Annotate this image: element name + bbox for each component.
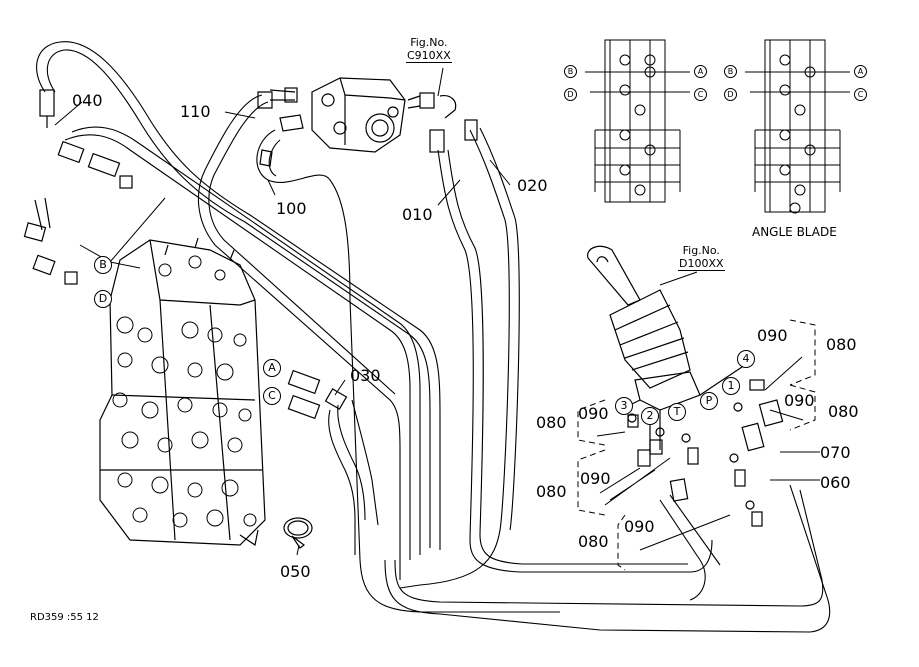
part-label-020: 020 bbox=[517, 176, 548, 195]
part-label-090: 090 bbox=[757, 326, 788, 345]
fig-ref-code: C910XX bbox=[406, 49, 452, 63]
fig-ref-label: Fig.No. bbox=[410, 36, 448, 49]
fig-ref-label: Fig.No. bbox=[682, 244, 720, 257]
connection-marker-c: C bbox=[694, 88, 707, 101]
connection-marker-a: A bbox=[694, 65, 707, 78]
steering-valve bbox=[257, 77, 478, 167]
part-label-030: 030 bbox=[350, 366, 381, 385]
port-marker-p: P bbox=[700, 392, 718, 410]
joystick-pilot-valve bbox=[587, 245, 784, 527]
connection-marker-a: A bbox=[263, 359, 281, 377]
port-marker-t: T bbox=[668, 403, 686, 421]
part-label-040: 040 bbox=[72, 91, 103, 110]
port-marker-2: 2 bbox=[641, 407, 659, 425]
part-label-080: 080 bbox=[828, 402, 859, 421]
fig-ref-d100: Fig.No. D100XX bbox=[678, 244, 725, 271]
connection-marker-b: B bbox=[724, 65, 737, 78]
part-label-060: 060 bbox=[820, 473, 851, 492]
part-label-050: 050 bbox=[280, 562, 311, 581]
control-valve-block bbox=[99, 237, 266, 546]
part-label-070: 070 bbox=[820, 443, 851, 462]
connection-marker-d: D bbox=[94, 290, 112, 308]
connection-marker-b: B bbox=[564, 65, 577, 78]
marker-b-leader bbox=[79, 197, 166, 269]
connection-marker-c: C bbox=[263, 387, 281, 405]
valve-pattern-angle-blade bbox=[745, 39, 850, 214]
port-marker-3: 3 bbox=[615, 397, 633, 415]
hose-clamp bbox=[283, 517, 313, 549]
connection-marker-d: D bbox=[564, 88, 577, 101]
connection-marker-a: A bbox=[854, 65, 867, 78]
drawing-id: RD359 :55 12 bbox=[30, 612, 99, 623]
dashed-groups bbox=[577, 319, 816, 571]
hose-lines bbox=[36, 41, 831, 633]
fig-ref-c910: Fig.No. C910XX bbox=[406, 36, 452, 63]
part-label-090: 090 bbox=[624, 517, 655, 536]
callout-leaders bbox=[54, 67, 820, 556]
connection-marker-d: D bbox=[724, 88, 737, 101]
part-label-110: 110 bbox=[180, 102, 211, 121]
port-marker-4: 4 bbox=[737, 350, 755, 368]
part-label-080: 080 bbox=[536, 482, 567, 501]
valve-pattern-standard bbox=[585, 39, 690, 203]
part-label-090: 090 bbox=[578, 404, 609, 423]
left-fittings bbox=[23, 89, 348, 420]
part-label-080: 080 bbox=[578, 532, 609, 551]
part-label-080: 080 bbox=[536, 413, 567, 432]
connection-marker-c: C bbox=[854, 88, 867, 101]
part-label-100: 100 bbox=[276, 199, 307, 218]
part-label-090: 090 bbox=[580, 469, 611, 488]
port-marker-1: 1 bbox=[722, 377, 740, 395]
fig-ref-code: D100XX bbox=[678, 257, 725, 271]
connection-marker-b: B bbox=[94, 256, 112, 274]
part-label-090: 090 bbox=[784, 391, 815, 410]
angle-blade-caption: ANGLE BLADE bbox=[752, 225, 837, 239]
part-label-080: 080 bbox=[826, 335, 857, 354]
part-label-010: 010 bbox=[402, 205, 433, 224]
